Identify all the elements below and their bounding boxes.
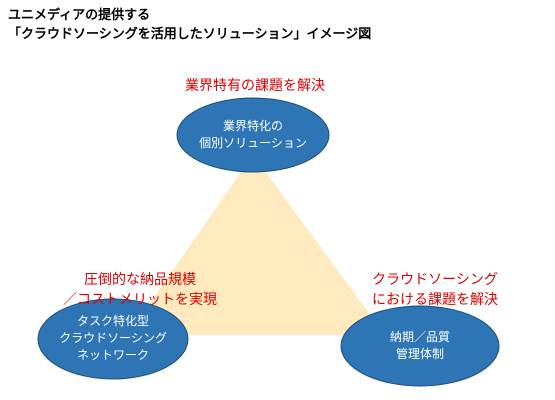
- node-top-line-2: 個別ソリューション: [199, 136, 307, 150]
- top-node-ellipse: [176, 97, 330, 173]
- node-right-line-1: 納期／品質: [389, 330, 450, 344]
- callout-top: 業界特有の課題を解決: [175, 76, 335, 96]
- callout-right-line-1: クラウドソーシング: [372, 272, 498, 288]
- node-right-label: 納期／品質 管理体制: [360, 329, 480, 363]
- left-node-ellipse: [37, 298, 189, 380]
- callout-left-line-1: 圧倒的な納品規模: [84, 272, 196, 288]
- node-left-line-1: タスク特化型: [76, 314, 149, 328]
- callout-left-line-2: ／コストメリットを実現: [63, 292, 217, 308]
- callout-right-line-2: における課題を解決: [372, 292, 498, 308]
- central-triangle: [128, 155, 385, 335]
- right-node-ellipse: [340, 305, 500, 387]
- callout-left: 圧倒的な納品規模 ／コストメリットを実現: [45, 270, 235, 310]
- callout-top-line-1: 業界特有の課題を解決: [185, 78, 325, 94]
- node-top-line-1: 業界特化の: [222, 119, 283, 133]
- node-left-label: タスク特化型 クラウドソーシング ネットワーク: [43, 313, 183, 364]
- diagram-heading: ユニメディアの提供する 「クラウドソーシングを活用したソリューション」イメージ図: [8, 6, 371, 44]
- node-left-line-2: クラウドソーシング: [59, 331, 167, 345]
- node-right-line-2: 管理体制: [395, 347, 444, 361]
- callout-right: クラウドソーシング における課題を解決: [350, 270, 520, 310]
- heading-line-1: ユニメディアの提供する: [8, 8, 151, 23]
- heading-line-2: 「クラウドソーシングを活用したソリューション」イメージ図: [8, 27, 372, 42]
- node-top-label: 業界特化の 個別ソリューション: [183, 118, 323, 152]
- node-left-line-3: ネットワーク: [76, 348, 149, 362]
